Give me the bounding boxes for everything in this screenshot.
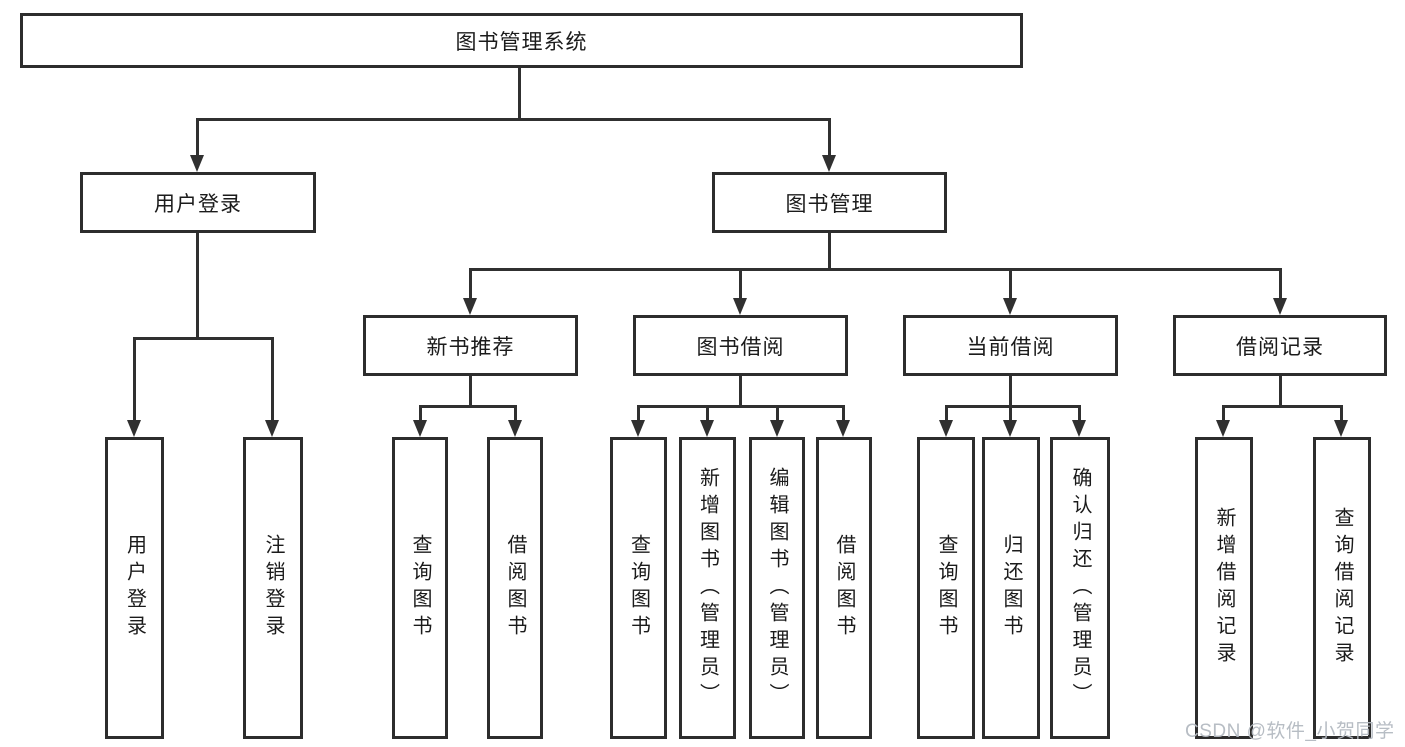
leaf-records-query-borrow-record: 查询借阅记录 [1313,437,1371,739]
connector-new-book-rec-rail [419,405,517,408]
arrowhead-leaf-logout-icon [265,420,279,437]
node-borrow-records: 借阅记录 [1173,315,1387,376]
arrowhead-bb-add-icon [700,420,714,437]
arrowhead-cb-return-icon [1003,420,1017,437]
connector-drop-bb-edit [776,405,779,421]
node-borrow-records-label: 借阅记录 [1236,335,1324,359]
arrowhead-cb-query-icon [939,420,953,437]
connector-drop-cb-return [1009,405,1012,421]
node-book-management: 图书管理 [712,172,947,233]
connector-drop-nb-borrow [514,405,517,421]
arrowhead-cb-confirm-icon [1072,420,1086,437]
connector-drop-current-borrow [1009,268,1012,298]
arrowhead-book-mgmt-icon [822,155,836,172]
connector-new-book-rec-stub [469,376,472,407]
connector-drop-bb-borrow [842,405,845,421]
node-user-login-label: 用户登录 [154,192,242,216]
leaf-currentborrow-return-book: 归还图书 [982,437,1040,739]
arrowhead-current-borrow-icon [1003,298,1017,315]
arrowhead-new-book-rec-icon [463,298,477,315]
node-root: 图书管理系统 [20,13,1023,68]
connector-book-mgmt-stub [828,233,831,271]
leaf-logout-label: 注销登录 [262,534,284,642]
connector-drop-nb-query [419,405,422,421]
leaf-bookborrow-add-book-admin-label: 新增图书（管理员） [696,466,719,710]
connector-drop-cb-confirm [1078,405,1081,421]
node-new-book-recommend-label: 新书推荐 [426,335,515,359]
connector-borrow-records-rail [1222,405,1343,408]
leaf-bookborrow-edit-book-admin: 编辑图书（管理员） [749,437,805,739]
arrowhead-book-borrow-icon [733,298,747,315]
connector-drop-new-book-rec [469,268,472,298]
leaf-currentborrow-query-book: 查询图书 [917,437,975,739]
leaf-bookborrow-borrow-book: 借阅图书 [816,437,872,739]
node-current-borrow-label: 当前借阅 [966,335,1055,359]
leaf-currentborrow-return-book-label: 归还图书 [1000,534,1022,642]
arrowhead-nb-query-icon [413,420,427,437]
leaf-currentborrow-confirm-return-admin-label: 确认归还（管理员） [1069,466,1091,710]
leaf-newbook-borrow-book: 借阅图书 [487,437,543,739]
arrowhead-bb-edit-icon [770,420,784,437]
leaf-user-login-label: 用户登录 [123,534,146,642]
node-current-borrow: 当前借阅 [903,315,1118,376]
connector-book-borrow-stub [739,376,742,407]
connector-current-borrow-stub [1009,376,1012,407]
leaf-bookborrow-query-book: 查询图书 [610,437,667,739]
leaf-bookborrow-edit-book-admin-label: 编辑图书（管理员） [766,466,788,710]
leaf-logout: 注销登录 [243,437,303,739]
leaf-newbook-query-book: 查询图书 [392,437,448,739]
connector-drop-user-login [196,118,199,157]
connector-drop-bb-add [706,405,709,421]
connector-level2-rail [196,118,831,121]
leaf-bookborrow-add-book-admin: 新增图书（管理员） [679,437,736,739]
connector-drop-br-add [1222,405,1225,421]
node-root-label: 图书管理系统 [455,30,588,54]
connector-user-login-stub [196,233,199,340]
arrowhead-br-add-icon [1216,420,1230,437]
leaf-newbook-borrow-book-label: 借阅图书 [504,534,526,642]
connector-user-login-rail [133,337,274,340]
connector-book-borrow-rail [637,405,844,408]
arrowhead-br-query-icon [1334,420,1348,437]
leaf-user-login: 用户登录 [105,437,164,739]
arrowhead-nb-borrow-icon [508,420,522,437]
arrowhead-user-login-icon [190,155,204,172]
arrowhead-bb-borrow-icon [836,420,850,437]
node-user-login: 用户登录 [80,172,316,233]
connector-current-borrow-rail [945,405,1081,408]
connector-root-stub [518,68,521,121]
node-book-borrow-label: 图书借阅 [696,335,785,359]
connector-borrow-records-stub [1279,376,1282,407]
arrowhead-leaf-user-login-icon [127,420,141,437]
leaf-currentborrow-confirm-return-admin: 确认归还（管理员） [1050,437,1110,739]
arrowhead-bb-query-icon [631,420,645,437]
connector-drop-book-mgmt [828,118,831,157]
arrowhead-borrow-record-icon [1273,298,1287,315]
leaf-records-add-borrow-record-label: 新增借阅记录 [1213,507,1235,669]
leaf-records-add-borrow-record: 新增借阅记录 [1195,437,1253,739]
leaf-newbook-query-book-label: 查询图书 [409,534,431,642]
leaf-bookborrow-borrow-book-label: 借阅图书 [833,534,855,642]
connector-drop-borrow-record [1279,268,1282,298]
leaf-bookborrow-query-book-label: 查询图书 [627,534,650,642]
node-book-borrow: 图书借阅 [633,315,848,376]
node-new-book-recommend: 新书推荐 [363,315,578,376]
connector-drop-book-borrow [739,268,742,298]
node-book-management-label: 图书管理 [785,192,874,216]
csdn-watermark: CSDN @软件_小贺同学 [1185,721,1395,742]
connector-drop-cb-query [945,405,948,421]
connector-level3-rail [469,268,1281,271]
connector-drop-br-query [1340,405,1343,421]
connector-drop-leaf-logout [271,337,274,421]
connector-drop-leaf-user-login [133,337,136,421]
leaf-records-query-borrow-record-label: 查询借阅记录 [1331,507,1353,669]
leaf-currentborrow-query-book-label: 查询图书 [935,534,957,642]
connector-drop-bb-query [637,405,640,421]
